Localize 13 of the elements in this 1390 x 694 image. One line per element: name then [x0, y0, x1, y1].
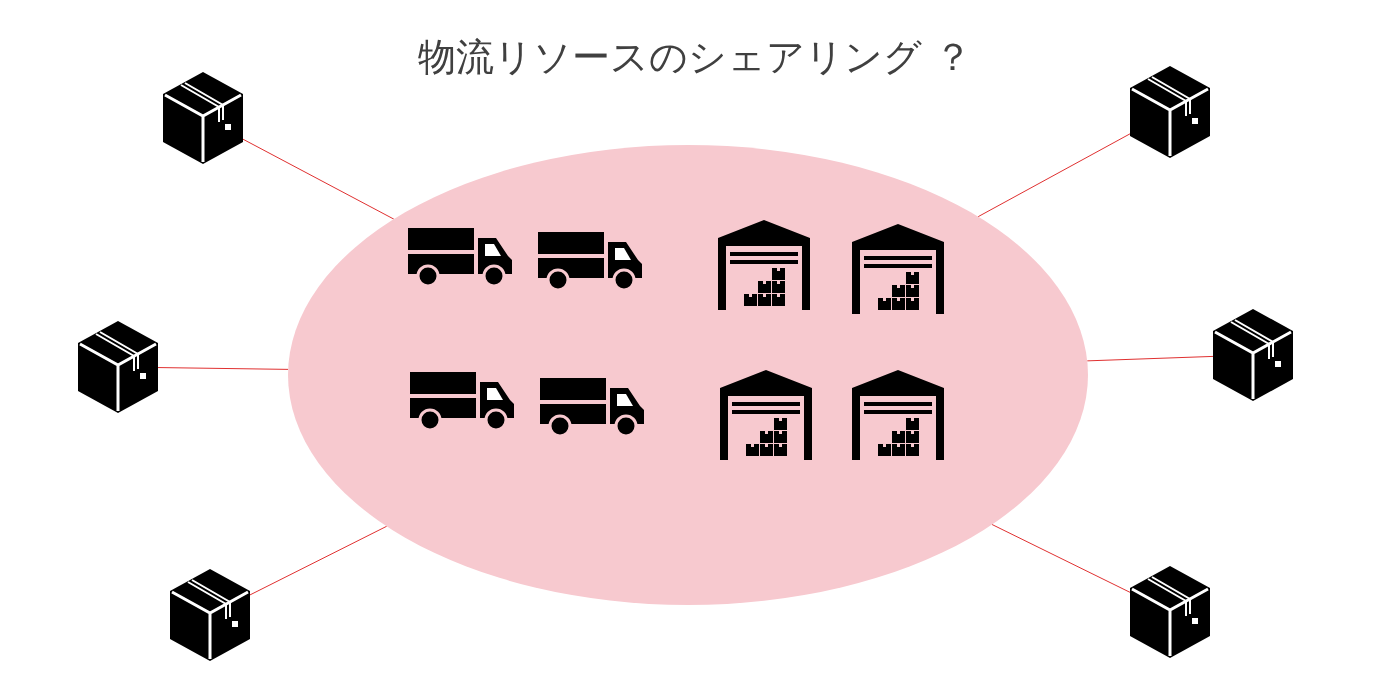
package-icon [78, 321, 158, 413]
package-icon [163, 72, 243, 164]
connector-line [249, 525, 388, 596]
package-icon [170, 569, 250, 661]
package-icon [1130, 66, 1210, 158]
package-icon [1213, 309, 1293, 401]
connector-line [991, 524, 1131, 593]
connector-line [1086, 355, 1214, 362]
connector-line [157, 367, 289, 370]
package-icon [1130, 566, 1210, 658]
connector-line [977, 133, 1131, 218]
connector-line [242, 138, 395, 220]
title: 物流リソースのシェアリング ？ [417, 35, 973, 79]
